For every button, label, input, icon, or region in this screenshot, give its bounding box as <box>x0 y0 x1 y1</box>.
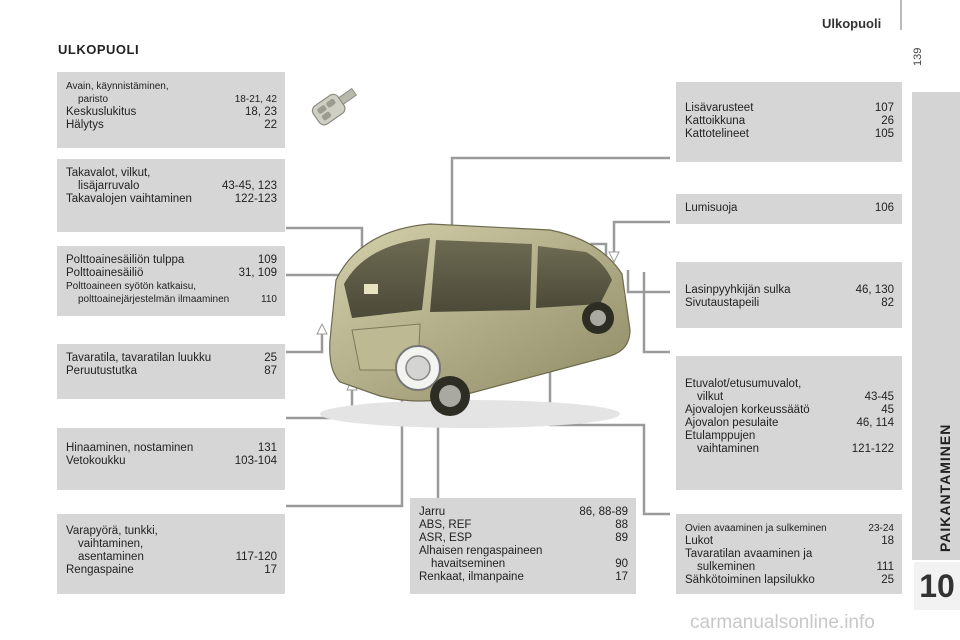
list-item: Etulamppujen <box>685 430 756 442</box>
list-item: vaihtaminen, <box>78 538 144 550</box>
header-divider <box>900 0 902 30</box>
section-title: ULKOPUOLI <box>58 42 140 57</box>
watermark: carmanualsonline.info <box>690 612 875 633</box>
list-item: Varapyörä, tunkki, <box>66 525 158 537</box>
list-item: Etuvalot/etusumuvalot, <box>685 378 802 390</box>
page-header-title: Ulkopuoli <box>822 16 882 31</box>
line-boot <box>286 334 324 354</box>
arrow-boot <box>316 322 328 335</box>
list-item: Takavalot, vilkut, <box>66 167 151 179</box>
line-front-lights <box>642 272 670 354</box>
chapter-side-tab <box>912 92 960 560</box>
spare-wheel-box: Varapyörä, tunkki, vaihtaminen, asentami… <box>57 514 285 594</box>
key-fob-icon <box>311 87 358 126</box>
list-item: Alhaisen rengaspaineen <box>419 545 543 557</box>
arrow-snow <box>608 251 620 264</box>
line-doors <box>548 318 670 516</box>
chapter-number: 10 <box>914 562 960 610</box>
line-snow <box>612 220 670 252</box>
minivan-illustration-icon <box>320 223 631 428</box>
list-item: Polttoaineen syötön katkaisu, <box>66 281 197 292</box>
list-item: Avain, käynnistäminen, <box>66 81 169 92</box>
line-accessories <box>450 156 670 242</box>
line-wipers <box>626 270 670 294</box>
list-item: Tavaratilan avaaminen ja <box>685 548 813 560</box>
